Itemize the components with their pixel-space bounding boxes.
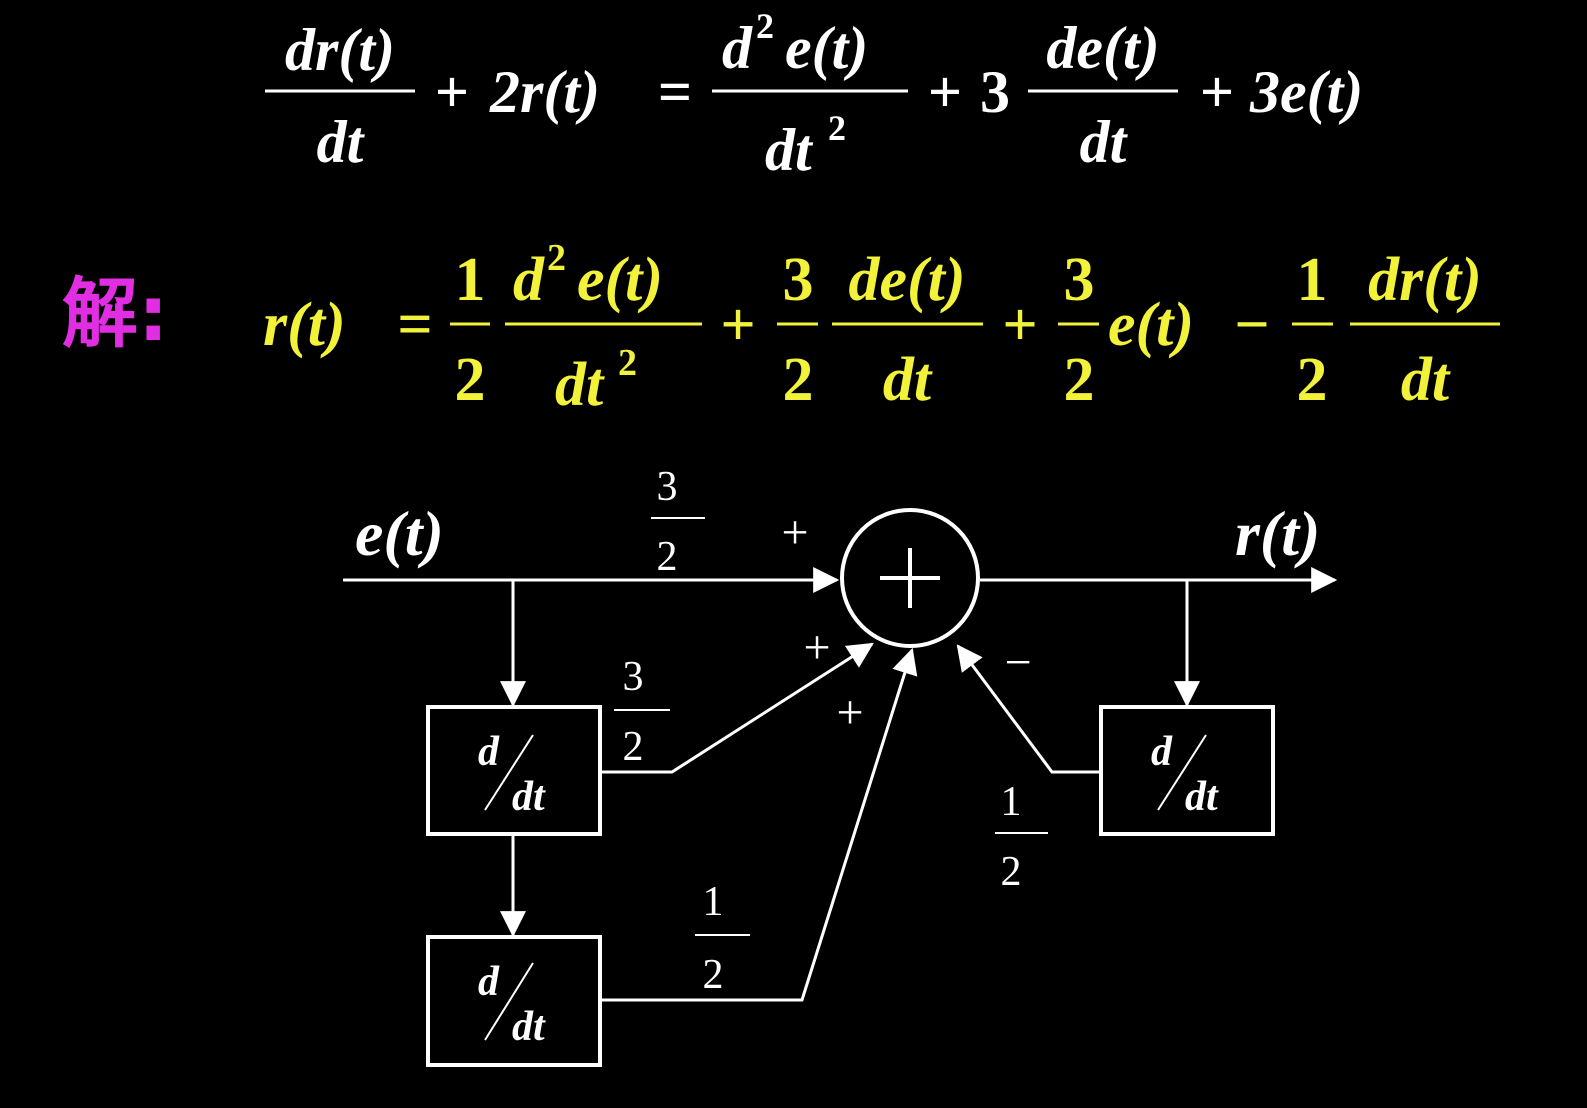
summing-junction bbox=[840, 508, 980, 648]
block3-bottom: dt bbox=[1185, 774, 1219, 820]
eq1-lhs-numerator: dr(t) bbox=[285, 17, 395, 83]
derivative-block-feedback bbox=[1099, 705, 1275, 836]
gain-direct-num: 3 bbox=[657, 464, 678, 510]
block3-top: d bbox=[1151, 729, 1173, 775]
block2-top: d bbox=[478, 959, 500, 1005]
block2-slash bbox=[484, 962, 534, 1041]
sol-t2-den: dt bbox=[883, 346, 933, 414]
eq1-term4-num: de(t) bbox=[1046, 15, 1159, 81]
eq1-plus-1: + bbox=[435, 59, 469, 125]
sol-c2-num: 3 bbox=[783, 246, 814, 314]
diagram-labels: e(t) r(t) + + + − 3 2 3 2 1 2 1 2 d dt d… bbox=[355, 464, 1320, 1050]
sol-c4-den: 2 bbox=[1297, 346, 1328, 414]
sol-c1-num: 1 bbox=[455, 246, 486, 314]
eq1-term4-den: dt bbox=[1080, 109, 1129, 175]
eq1-plus-3: + bbox=[1200, 59, 1234, 125]
eq1-plus-2: + bbox=[928, 59, 962, 125]
sol-c2-den: 2 bbox=[783, 346, 814, 414]
gain-direct-den: 2 bbox=[657, 534, 678, 580]
gain-feedback-den: 2 bbox=[1001, 849, 1022, 895]
sol-t2-num: de(t) bbox=[848, 246, 965, 314]
differential-equation: dr(t) dt + 2r(t) = d 2 e(t) dt 2 + 3 de(… bbox=[265, 6, 1363, 183]
sol-lhs: r(t) bbox=[263, 291, 346, 359]
input-label: e(t) bbox=[355, 498, 444, 569]
path-d1-to-summer bbox=[600, 642, 874, 774]
block-diagram bbox=[343, 508, 1338, 1067]
sol-plus-2: + bbox=[1002, 291, 1037, 359]
block3-slash bbox=[1157, 734, 1207, 811]
sol-c4-num: 1 bbox=[1297, 246, 1328, 314]
gain-d2-den: 2 bbox=[703, 952, 724, 998]
eq1-term-2r: 2r(t) bbox=[489, 59, 600, 125]
sol-t1-num-rest: e(t) bbox=[577, 246, 663, 314]
eq1-term3-num-d: d bbox=[722, 15, 753, 81]
path-feedback-to-summer bbox=[956, 644, 1101, 774]
sol-t4-num: dr(t) bbox=[1368, 246, 1482, 314]
path-d2-to-summer bbox=[600, 647, 918, 1002]
sign-top: + bbox=[781, 506, 808, 559]
sol-c1-den: 2 bbox=[455, 346, 486, 414]
derivative-block-2 bbox=[426, 935, 602, 1067]
sol-t3: e(t) bbox=[1108, 291, 1194, 359]
gain-feedback-num: 1 bbox=[1001, 779, 1022, 825]
eq1-term3-num-exponent: 2 bbox=[756, 6, 774, 46]
block1-slash bbox=[484, 734, 534, 811]
sol-c3-num: 3 bbox=[1064, 246, 1095, 314]
solution-equation: r(t) = 1 2 d 2 e(t) dt 2 + 3 2 de(t) dt … bbox=[263, 237, 1500, 419]
sign-middle: + bbox=[803, 621, 830, 674]
solution-label: 解: bbox=[62, 269, 168, 358]
sol-t1-num-d: d bbox=[513, 246, 545, 314]
eq1-equals: = bbox=[658, 59, 692, 125]
eq1-lhs-denominator: dt bbox=[317, 109, 366, 175]
sol-plus-1: + bbox=[720, 291, 755, 359]
sol-t1-num-exponent: 2 bbox=[547, 237, 566, 279]
eq1-term-3e: 3e(t) bbox=[1249, 59, 1363, 125]
gain-d1-den: 2 bbox=[623, 724, 644, 770]
sol-t1-den-exponent: 2 bbox=[618, 342, 637, 384]
block1-top: d bbox=[478, 729, 500, 775]
eq1-term3-den-exponent: 2 bbox=[828, 108, 846, 148]
eq1-term3-den: dt bbox=[765, 117, 814, 183]
derivative-block-1 bbox=[426, 705, 602, 836]
eq1-term3-num-rest: e(t) bbox=[785, 15, 868, 81]
gain-d2-num: 1 bbox=[703, 879, 724, 925]
sign-feedback: − bbox=[1004, 636, 1031, 689]
block2-bottom: dt bbox=[512, 1004, 546, 1050]
sol-t4-den: dt bbox=[1401, 346, 1451, 414]
sol-c3-den: 2 bbox=[1064, 346, 1095, 414]
eq1-coef-3: 3 bbox=[980, 59, 1010, 125]
sign-bottom: + bbox=[836, 686, 863, 739]
gain-d1-num: 3 bbox=[623, 654, 644, 700]
output-label: r(t) bbox=[1235, 498, 1320, 569]
sol-t1-den: dt bbox=[555, 351, 605, 419]
sol-equals: = bbox=[397, 291, 432, 359]
sol-minus: − bbox=[1234, 291, 1269, 359]
block1-bottom: dt bbox=[512, 774, 546, 820]
